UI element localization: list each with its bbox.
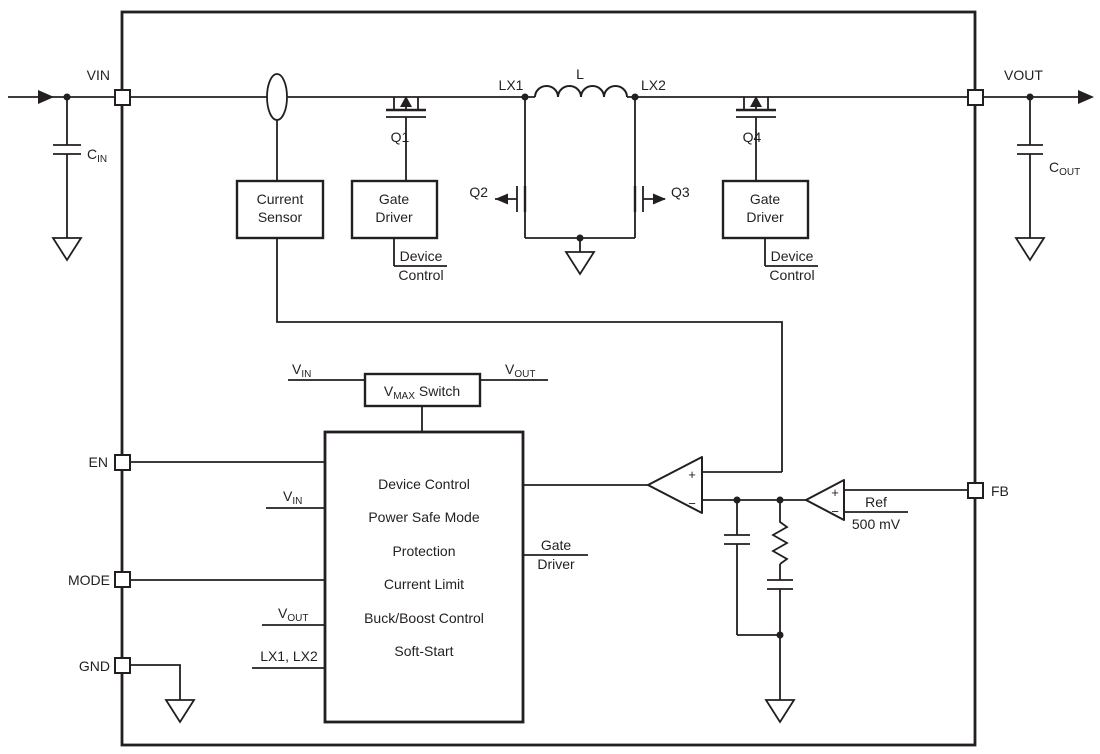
refamp-plus-sign: + xyxy=(831,485,839,500)
current-sensor-box xyxy=(235,179,325,240)
erramp-minus-sign: − xyxy=(688,496,696,511)
q2-label: Q2 xyxy=(469,184,488,200)
junction-dot xyxy=(776,631,784,639)
device-control-left-label-2: Control xyxy=(398,267,443,283)
control-block-line-1: Device Control xyxy=(378,476,470,492)
vmax-vin-label: VIN xyxy=(292,361,311,380)
fb-pin-label: FB xyxy=(991,483,1009,499)
mode-pin xyxy=(114,571,131,588)
mode-pin-label: MODE xyxy=(68,572,110,588)
reference-amplifier xyxy=(805,479,845,521)
control-block-line-5: Buck/Boost Control xyxy=(364,610,484,626)
device-control-left-label-1: Device xyxy=(400,248,443,264)
input-arrow-icon xyxy=(38,90,54,104)
q3-arrow-icon xyxy=(653,193,666,205)
ref-label-2: 500 mV xyxy=(852,516,901,532)
comp-capacitor-1 xyxy=(724,500,780,636)
junction-dot xyxy=(733,496,741,504)
chip-outline xyxy=(120,10,977,747)
lx2-label: LX2 xyxy=(641,77,666,93)
gnd-wire xyxy=(130,664,181,700)
junction-dot xyxy=(63,93,71,101)
control-block-line-3: Protection xyxy=(392,543,455,559)
vmax-vout-label: VOUT xyxy=(505,361,535,380)
vin-pin xyxy=(114,89,131,106)
gate-driver-right-label-2: Driver xyxy=(746,209,784,225)
ctrl-lx-label: LX1, LX2 xyxy=(260,648,318,664)
q4-label: Q4 xyxy=(743,129,762,145)
cout-capacitor xyxy=(1017,97,1043,238)
vmax-switch-wires xyxy=(288,379,548,432)
ctrl-vout-label: VOUT xyxy=(278,605,308,624)
wires xyxy=(8,85,1082,700)
vout-pin xyxy=(967,89,984,106)
error-amplifier xyxy=(647,456,703,514)
cin-capacitor xyxy=(53,97,81,238)
junction-dot xyxy=(631,93,639,101)
q1-mosfet-wires xyxy=(386,97,426,181)
vout-pin-label: VOUT xyxy=(1004,67,1043,83)
junction-dot xyxy=(521,93,529,101)
en-pin-label: EN xyxy=(89,454,108,470)
current-sensor-label-1: Current xyxy=(257,191,304,207)
cout-label: COUT xyxy=(1049,159,1080,178)
device-control-right-label-1: Device xyxy=(771,248,814,264)
output-arrow-icon xyxy=(1078,90,1094,104)
bridge-ground-icon xyxy=(564,251,596,276)
device-control-right-wire xyxy=(764,238,818,267)
control-block-box xyxy=(323,430,525,724)
gate-driver-out-label-1: Gate xyxy=(541,537,572,553)
q1-arrow-icon xyxy=(400,96,412,107)
control-block-line-2: Power Safe Mode xyxy=(368,509,479,525)
comp-capacitor-2 xyxy=(767,579,793,700)
gate-driver-out-label-2: Driver xyxy=(537,556,575,572)
control-block-line-6: Soft-Start xyxy=(394,643,453,659)
current-sense-signal-wire xyxy=(276,238,783,472)
ref-label-1: Ref xyxy=(865,494,887,510)
comp-ground-icon xyxy=(764,699,796,724)
inductor xyxy=(534,85,628,98)
current-sensor-label-2: Sensor xyxy=(258,209,303,225)
junction-dot xyxy=(1026,93,1034,101)
fb-pin xyxy=(967,482,984,499)
vmax-switch-box xyxy=(363,372,482,408)
gate-driver-left-box xyxy=(350,179,439,240)
lx1-label: LX1 xyxy=(499,77,524,93)
q3-mosfet-wires xyxy=(634,97,665,238)
cout-ground-icon xyxy=(1014,237,1046,262)
q1-label: Q1 xyxy=(391,129,410,145)
q3-label: Q3 xyxy=(671,184,690,200)
gnd-pin-label: GND xyxy=(79,658,110,674)
gate-driver-left-label-1: Gate xyxy=(379,191,410,207)
q4-mosfet-wires xyxy=(736,97,776,181)
q2-arrow-icon xyxy=(495,193,508,205)
q4-arrow-icon xyxy=(750,96,762,107)
gate-driver-right-box xyxy=(721,179,810,240)
cin-label: CIN xyxy=(87,146,107,165)
en-pin xyxy=(114,454,131,471)
gnd-pin xyxy=(114,657,131,674)
ctrl-vin-label: VIN xyxy=(283,488,302,507)
q2-mosfet-wires xyxy=(495,97,526,238)
junction-dot xyxy=(776,496,784,504)
device-control-right-label-2: Control xyxy=(769,267,814,283)
inductor-label: L xyxy=(576,66,584,82)
junction-dot xyxy=(576,234,584,242)
erramp-plus-sign: + xyxy=(688,467,696,482)
device-control-left-wire xyxy=(393,238,447,267)
gate-driver-right-label-1: Gate xyxy=(750,191,781,207)
cin-ground-icon xyxy=(51,237,83,262)
gnd-pin-ground-icon xyxy=(164,699,196,724)
control-block-line-4: Current Limit xyxy=(384,576,464,592)
comp-resistor xyxy=(771,500,789,580)
gate-driver-left-label-2: Driver xyxy=(375,209,413,225)
current-sense-element xyxy=(266,73,288,121)
refamp-minus-sign: − xyxy=(831,504,839,519)
vin-pin-label: VIN xyxy=(87,67,110,83)
